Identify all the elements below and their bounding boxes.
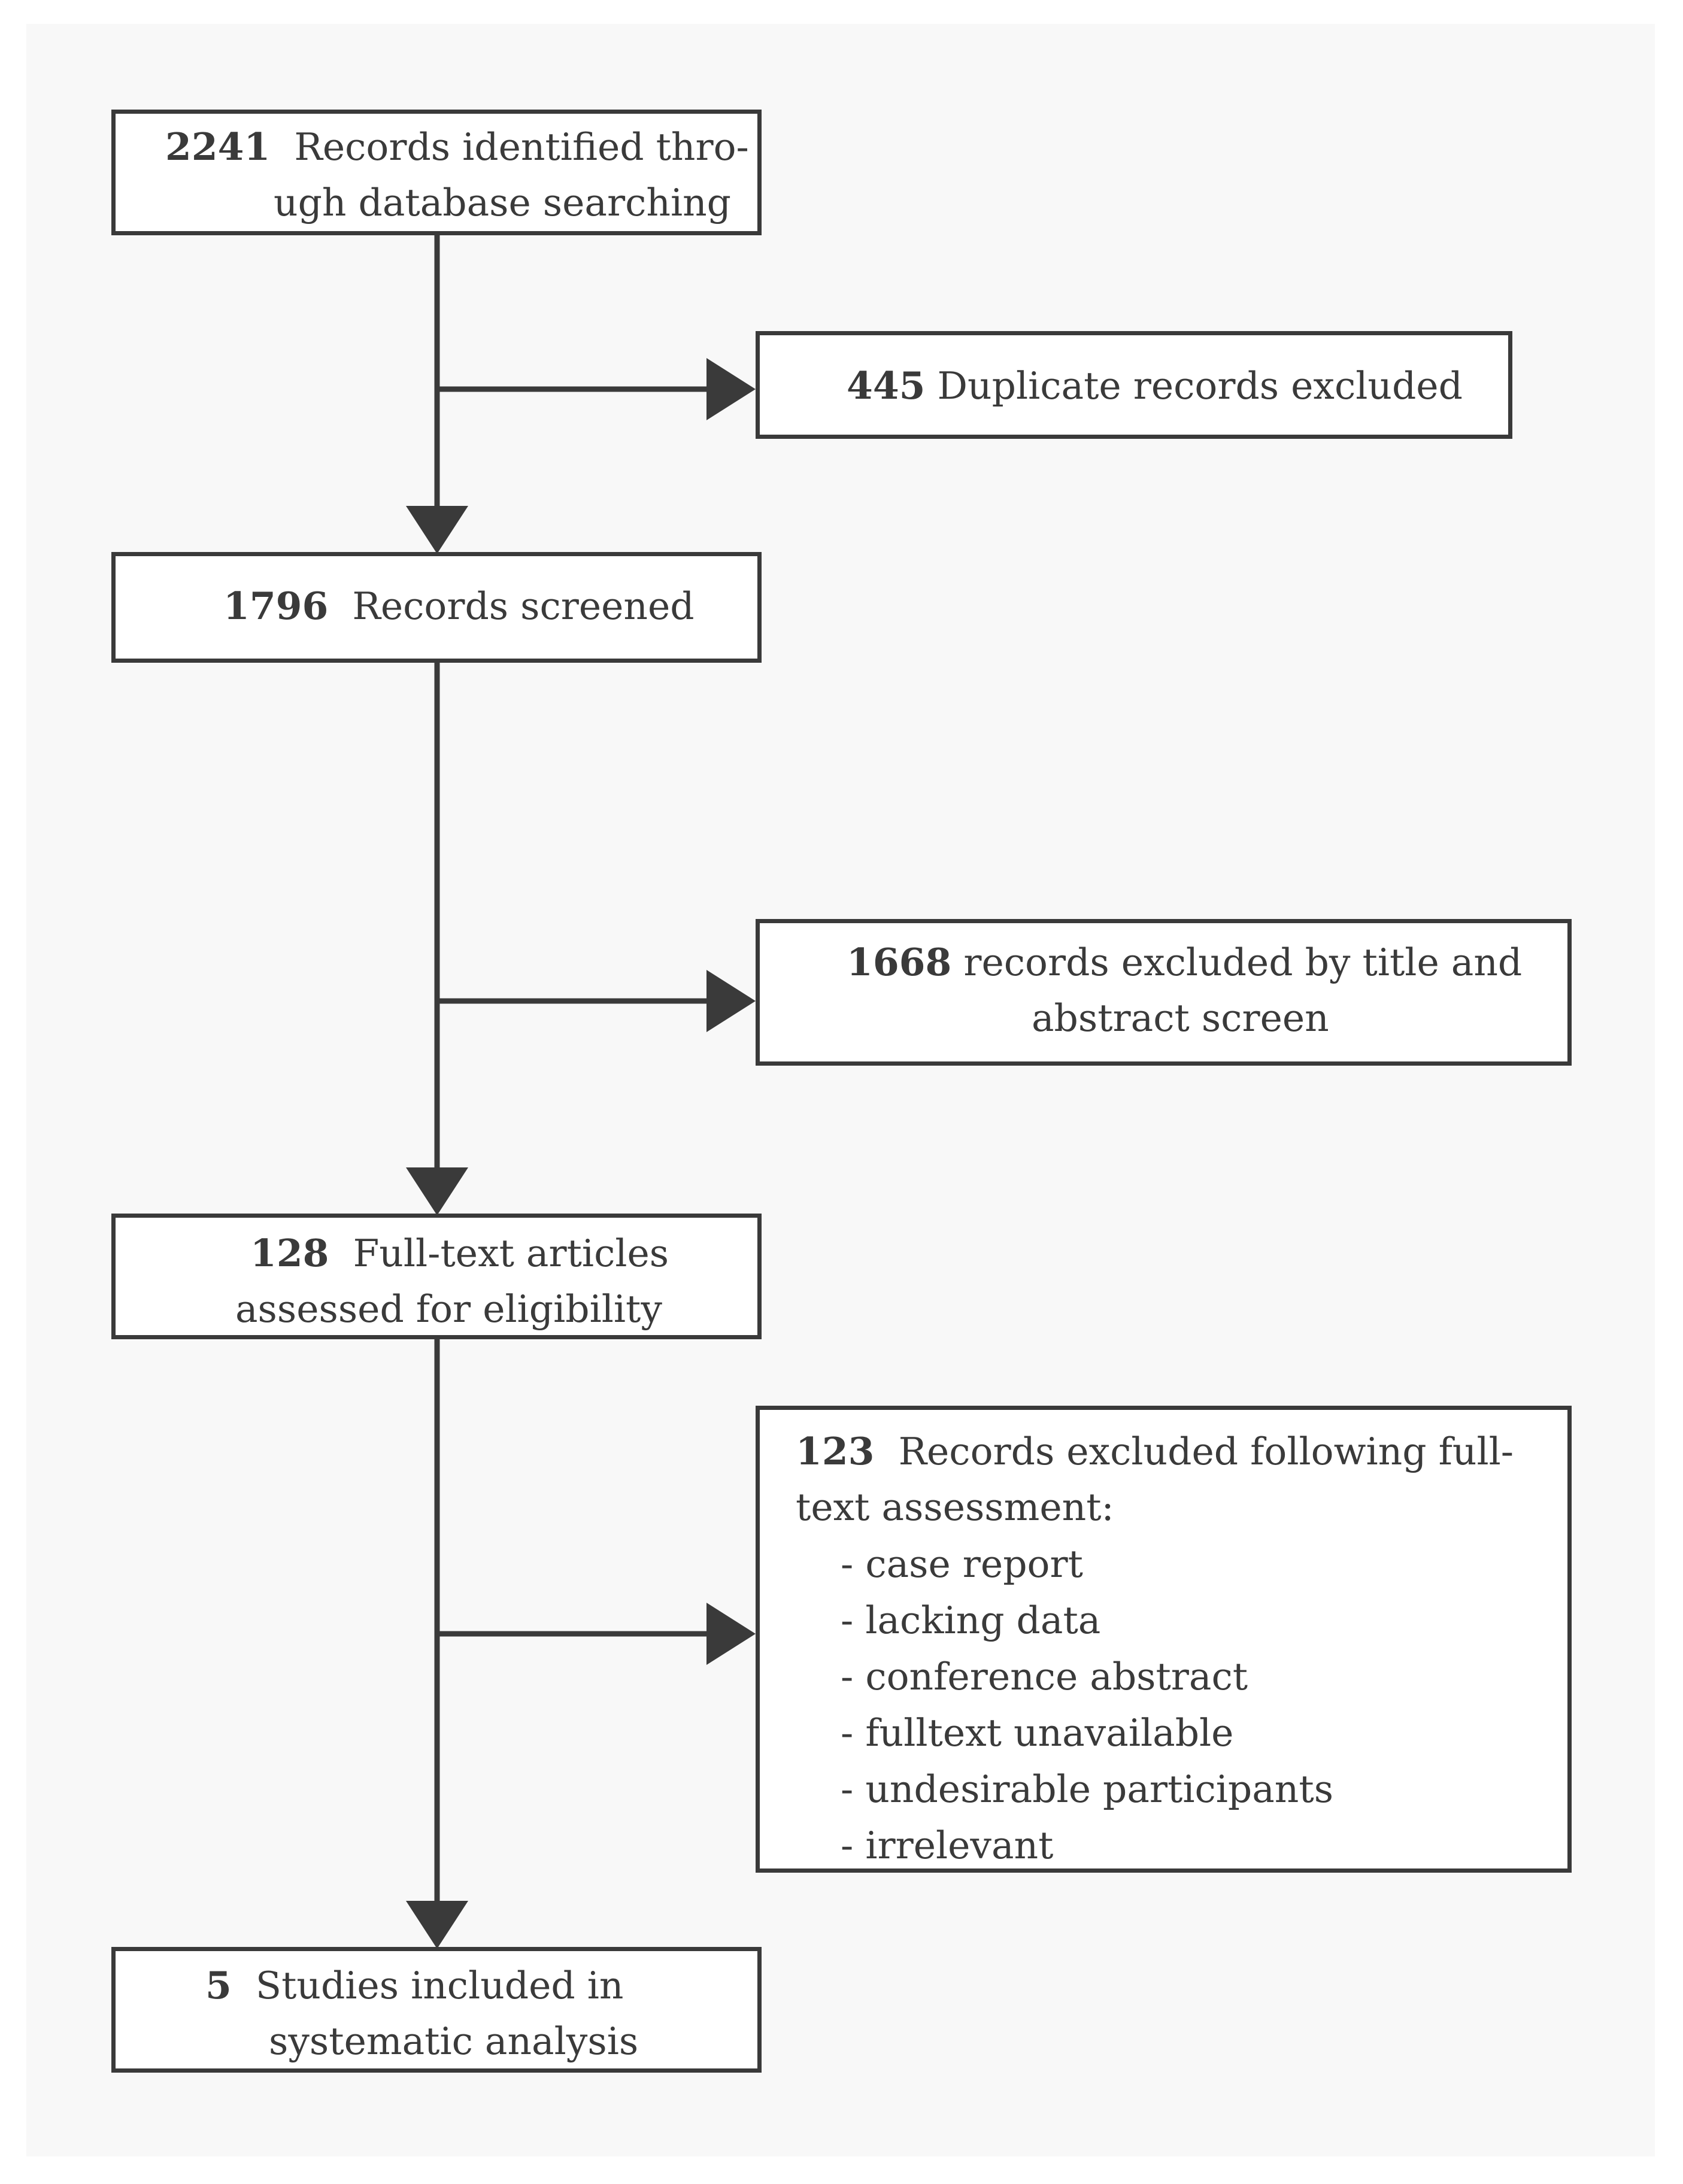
- arrowhead-excluded-title: [706, 970, 756, 1032]
- excluded-fulltext-label-line2: text assessment:: [796, 1485, 1114, 1529]
- box-excluded-title-abstract: 1668 records excluded by title and abstr…: [756, 919, 1572, 1066]
- fulltext-label-line2: assessed for eligibility: [235, 1287, 662, 1331]
- box-fulltext-assessed: 128 Full-text articles assessed for elig…: [111, 1214, 762, 1339]
- identified-count: 2241: [165, 125, 271, 169]
- fulltext-label-line1: Full-text articles: [353, 1231, 669, 1275]
- excluded-fulltext-count: 123: [796, 1429, 875, 1473]
- screened-count: 1796: [223, 584, 329, 628]
- box-records-identified: 2241 Records identified thro- ugh databa…: [111, 110, 762, 235]
- arrowhead-screened: [406, 506, 468, 554]
- reason-item: - case report: [841, 1542, 1083, 1586]
- arrowhead-excluded-fulltext: [706, 1603, 756, 1665]
- identified-label-line2: ugh database searching: [274, 181, 731, 225]
- reason-item: - undesirable participants: [841, 1767, 1334, 1811]
- reason-item: - lacking data: [841, 1598, 1101, 1642]
- duplicates-label: Duplicate records excluded: [937, 364, 1463, 408]
- identified-label-line1: Records identified thro-: [294, 125, 749, 169]
- included-label-line1: Studies included in: [255, 1964, 624, 2007]
- box-duplicates-excluded: 445 Duplicate records excluded: [756, 331, 1512, 439]
- fulltext-count: 128: [250, 1231, 329, 1275]
- box-records-screened: 1796 Records screened: [111, 552, 762, 663]
- arrowhead-included: [406, 1901, 468, 1949]
- arrowhead-duplicates: [706, 358, 756, 420]
- excluded-fulltext-label-line1: Records excluded following full-: [898, 1430, 1514, 1473]
- excluded-title-label-line1: records excluded by title and: [963, 941, 1523, 984]
- arrowhead-fulltext: [406, 1167, 468, 1215]
- excluded-title-count: 1668: [847, 940, 952, 984]
- reason-item: - irrelevant: [841, 1824, 1054, 1867]
- box-excluded-fulltext: 123 Records excluded following full- tex…: [756, 1406, 1572, 1873]
- screened-label: Records screened: [352, 584, 695, 628]
- duplicates-count: 445: [847, 363, 926, 408]
- reason-item: - conference abstract: [841, 1655, 1248, 1698]
- reason-item: - fulltext unavailable: [841, 1711, 1234, 1755]
- excluded-title-label-line2: abstract screen: [1032, 996, 1329, 1040]
- included-count: 5: [205, 1963, 232, 2007]
- box-studies-included: 5 Studies included in systematic analysi…: [111, 1947, 762, 2073]
- included-label-line2: systematic analysis: [269, 2019, 639, 2063]
